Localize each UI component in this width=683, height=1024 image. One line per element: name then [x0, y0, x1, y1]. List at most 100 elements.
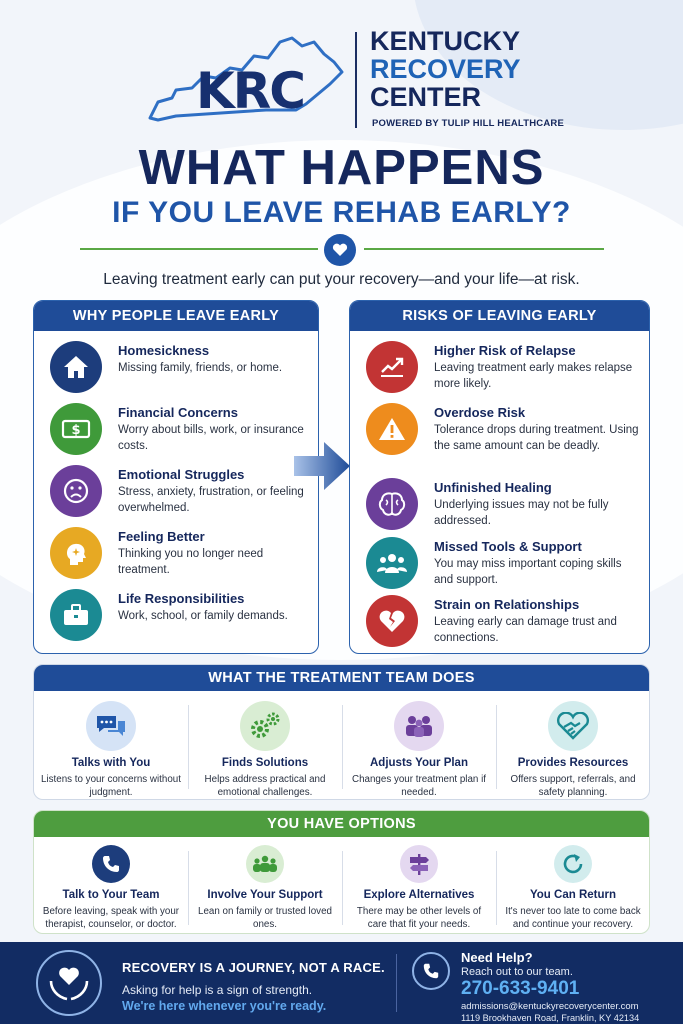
brain-icon	[366, 478, 418, 530]
options-section: YOU HAVE OPTIONS Talk to Your Team Befor…	[33, 810, 650, 934]
footer-strength-text: Asking for help is a sign of strength.	[122, 983, 313, 997]
team-item-title: Adjusts Your Plan	[370, 757, 468, 769]
risk-item-overdose: Overdose Risk Tolerance drops during tre…	[366, 403, 639, 461]
team-item-title: Finds Solutions	[221, 757, 309, 769]
option-item-title: Explore Alternatives	[363, 889, 475, 901]
option-item-alternatives: Explore Alternatives There may be other …	[342, 839, 496, 933]
column-divider	[188, 851, 189, 925]
address-text: 1119 Brookhaven Road, Franklin, KY 42134	[461, 1013, 640, 1023]
risk-item-title: Strain on Relationships	[434, 597, 580, 612]
column-divider	[496, 705, 497, 789]
powered-by-text: POWERED BY TULIP HILL HEALTHCARE	[372, 118, 565, 129]
team-item-title: Talks with You	[71, 757, 151, 769]
risk-item-title: Higher Risk of Relapse	[434, 343, 576, 358]
column-divider	[496, 851, 497, 925]
team-item-plan: Adjusts Your Plan Changes your treatment…	[342, 695, 496, 798]
risk-item-desc: Leaving early can damage trust and conne…	[434, 616, 617, 644]
option-item-talk: Talk to Your Team Before leaving, speak …	[34, 839, 188, 933]
brand-header: KRC KENTUCKY RECOVERY CENTER POWERED BY …	[0, 14, 683, 132]
why-item-desc: Work, school, or family demands.	[118, 610, 288, 622]
risk-item-relationships: Strain on Relationships Leaving early ca…	[366, 595, 636, 653]
option-item-desc: Before leaving, speak with your therapis…	[42, 906, 180, 930]
handshake-icon	[548, 701, 598, 751]
brand-name-line1: KENTUCKY	[370, 26, 521, 56]
risk-item-desc: You may miss important coping skills and…	[434, 558, 622, 586]
heart-icon	[324, 234, 356, 266]
option-item-desc: There may be other levels of care that f…	[356, 906, 482, 930]
phone-icon	[92, 845, 130, 883]
option-item-desc: It's never too late to come back and con…	[505, 906, 641, 930]
kentucky-map-logo-icon	[148, 36, 344, 122]
why-item-feeling-better: Feeling Better Thinking you no longer ne…	[50, 527, 318, 585]
broken-heart-icon	[366, 595, 418, 647]
chat-bubbles-icon	[86, 701, 136, 751]
footer-ready-text: We're here whenever you're ready.	[122, 999, 327, 1013]
why-item-responsibilities: Life Responsibilities Work, school, or f…	[50, 589, 318, 647]
risk-item-title: Missed Tools & Support	[434, 539, 582, 554]
risk-item-healing: Unfinished Healing Underlying issues may…	[366, 478, 636, 536]
risk-item-tools: Missed Tools & Support You may miss impo…	[366, 537, 636, 595]
title-rule-left	[80, 248, 318, 250]
why-item-title: Financial Concerns	[118, 405, 238, 420]
phone-icon	[412, 952, 450, 990]
option-item-title: Involve Your Support	[207, 889, 323, 901]
gears-icon	[240, 701, 290, 751]
title-rule-right	[364, 248, 604, 250]
why-item-desc: Worry about bills, work, or insurance co…	[118, 424, 304, 452]
trend-chart-icon	[366, 341, 418, 393]
why-item-financial: $ Financial Concerns Worry about bills, …	[50, 403, 318, 461]
people-icon	[394, 701, 444, 751]
arrow-right-icon	[294, 442, 350, 490]
why-item-title: Homesickness	[118, 343, 210, 358]
column-divider	[342, 851, 343, 925]
footer-divider	[396, 954, 397, 1012]
team-item-desc: Changes your treatment plan if needed.	[352, 774, 486, 798]
why-item-desc: Missing family, friends, or home.	[118, 362, 283, 374]
footer-bar: RECOVERY IS A JOURNEY, NOT A RACE. Askin…	[0, 942, 683, 1024]
sad-face-icon	[50, 465, 102, 517]
risk-item-relapse: Higher Risk of Relapse Leaving treatment…	[366, 341, 636, 399]
why-item-title: Emotional Struggles	[118, 467, 245, 482]
why-item-desc: Thinking you no longer need treatment.	[118, 548, 264, 576]
need-help-title: Need Help?	[461, 950, 533, 965]
team-item-desc: Offers support, referrals, and safety pl…	[510, 774, 636, 798]
risk-item-title: Overdose Risk	[434, 405, 526, 420]
support-group-icon	[246, 845, 284, 883]
team-item-desc: Listens to your concerns without judgmen…	[41, 774, 181, 798]
page-subtitle-question: IF YOU LEAVE REHAB EARLY?	[112, 196, 571, 229]
team-item-resources: Provides Resources Offers support, refer…	[496, 695, 649, 798]
why-item-emotional: Emotional Struggles Stress, anxiety, fru…	[50, 465, 318, 523]
logo-letters: KRC	[196, 62, 306, 120]
option-item-title: You Can Return	[529, 889, 617, 901]
column-divider	[188, 705, 189, 789]
return-arrow-icon	[554, 845, 592, 883]
why-leave-panel: WHY PEOPLE LEAVE EARLY Homesickness Miss…	[33, 300, 319, 654]
need-help-subtitle: Reach out to our team.	[461, 966, 573, 978]
svg-text:$: $	[71, 423, 80, 438]
why-leave-heading: WHY PEOPLE LEAVE EARLY	[34, 301, 318, 331]
risk-item-desc: Leaving treatment early makes relapse mo…	[434, 362, 633, 390]
house-icon	[50, 341, 102, 393]
phone-number-link[interactable]: 270-633-9401	[461, 978, 580, 999]
warning-icon	[366, 403, 418, 455]
signpost-icon	[400, 845, 438, 883]
risks-panel: RISKS OF LEAVING EARLY Higher Risk of Re…	[349, 300, 650, 654]
option-item-support: Involve Your Support Lean on family or t…	[188, 839, 342, 933]
why-item-title: Life Responsibilities	[118, 591, 245, 606]
hands-heart-icon	[36, 950, 102, 1016]
risk-item-title: Unfinished Healing	[434, 480, 552, 495]
team-item-solutions: Finds Solutions Helps address practical …	[188, 695, 342, 798]
team-item-desc: Helps address practical and emotional ch…	[204, 774, 326, 798]
team-item-title: Provides Resources	[517, 757, 629, 769]
group-icon	[366, 537, 418, 589]
risk-item-desc: Tolerance drops during treatment. Using …	[434, 424, 639, 452]
team-item-talks: Talks with You Listens to your concerns …	[34, 695, 188, 798]
why-item-homesickness: Homesickness Missing family, friends, or…	[50, 341, 318, 399]
email-link[interactable]: admissions@kentuckyrecoverycenter.com	[461, 1001, 639, 1012]
footer-tagline: RECOVERY IS A JOURNEY, NOT A RACE.	[122, 960, 385, 975]
brand-name-line3: CENTER	[370, 82, 482, 112]
option-item-desc: Lean on family or trusted loved ones.	[198, 906, 332, 930]
head-sparkle-icon	[50, 527, 102, 579]
why-item-title: Feeling Better	[118, 529, 205, 544]
